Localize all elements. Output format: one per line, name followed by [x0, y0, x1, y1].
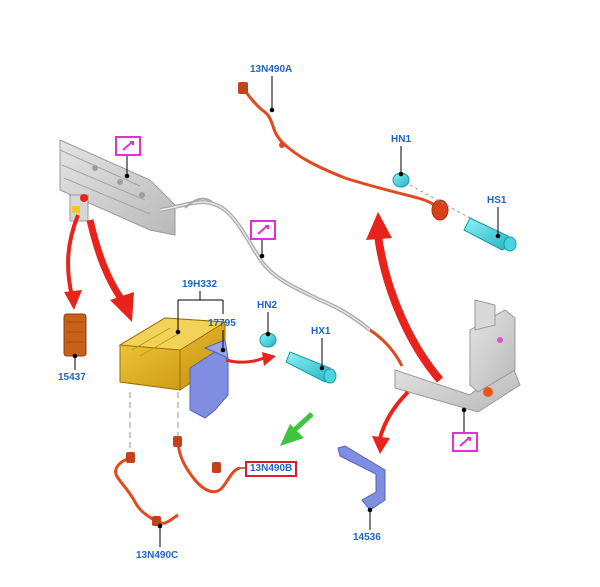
callout-harness-b[interactable]: 13N490B [245, 461, 298, 477]
callout-module[interactable]: 19H332 [182, 279, 218, 290]
callout-bracket-lower[interactable]: 14536 [353, 532, 381, 543]
callout-bracket[interactable]: 17795 [208, 318, 236, 329]
callout-connector-left[interactable]: 15437 [58, 372, 86, 383]
info-note-icon[interactable] [250, 220, 276, 240]
stud-HS1 [463, 217, 517, 252]
leader-lines [72, 76, 501, 547]
callout-harness-c[interactable]: 13N490C [136, 550, 179, 561]
bracket-14536 [337, 445, 386, 511]
callout-nut-upper[interactable]: HN1 [391, 134, 412, 145]
callout-harness-upper[interactable]: 13N490A [250, 64, 293, 75]
harness-13N490A [238, 82, 449, 221]
callout-nut-middle[interactable]: HN2 [257, 300, 278, 311]
bolt-HX1 [285, 351, 337, 384]
green-pointer-arrow-icon [280, 412, 314, 446]
info-note-icon[interactable] [115, 136, 141, 156]
callout-bolt-middle[interactable]: HX1 [311, 326, 331, 337]
gray-tow-cable [159, 197, 372, 332]
direction-arrows [64, 212, 444, 454]
hitch-frame-right [369, 299, 521, 413]
callout-stud-upper[interactable]: HS1 [487, 195, 507, 206]
bracket-17795 [189, 339, 229, 419]
info-note-icon[interactable] [452, 432, 478, 452]
harness-lower [114, 392, 241, 526]
connector-15437 [63, 313, 87, 357]
frame-rail-left [59, 139, 176, 236]
